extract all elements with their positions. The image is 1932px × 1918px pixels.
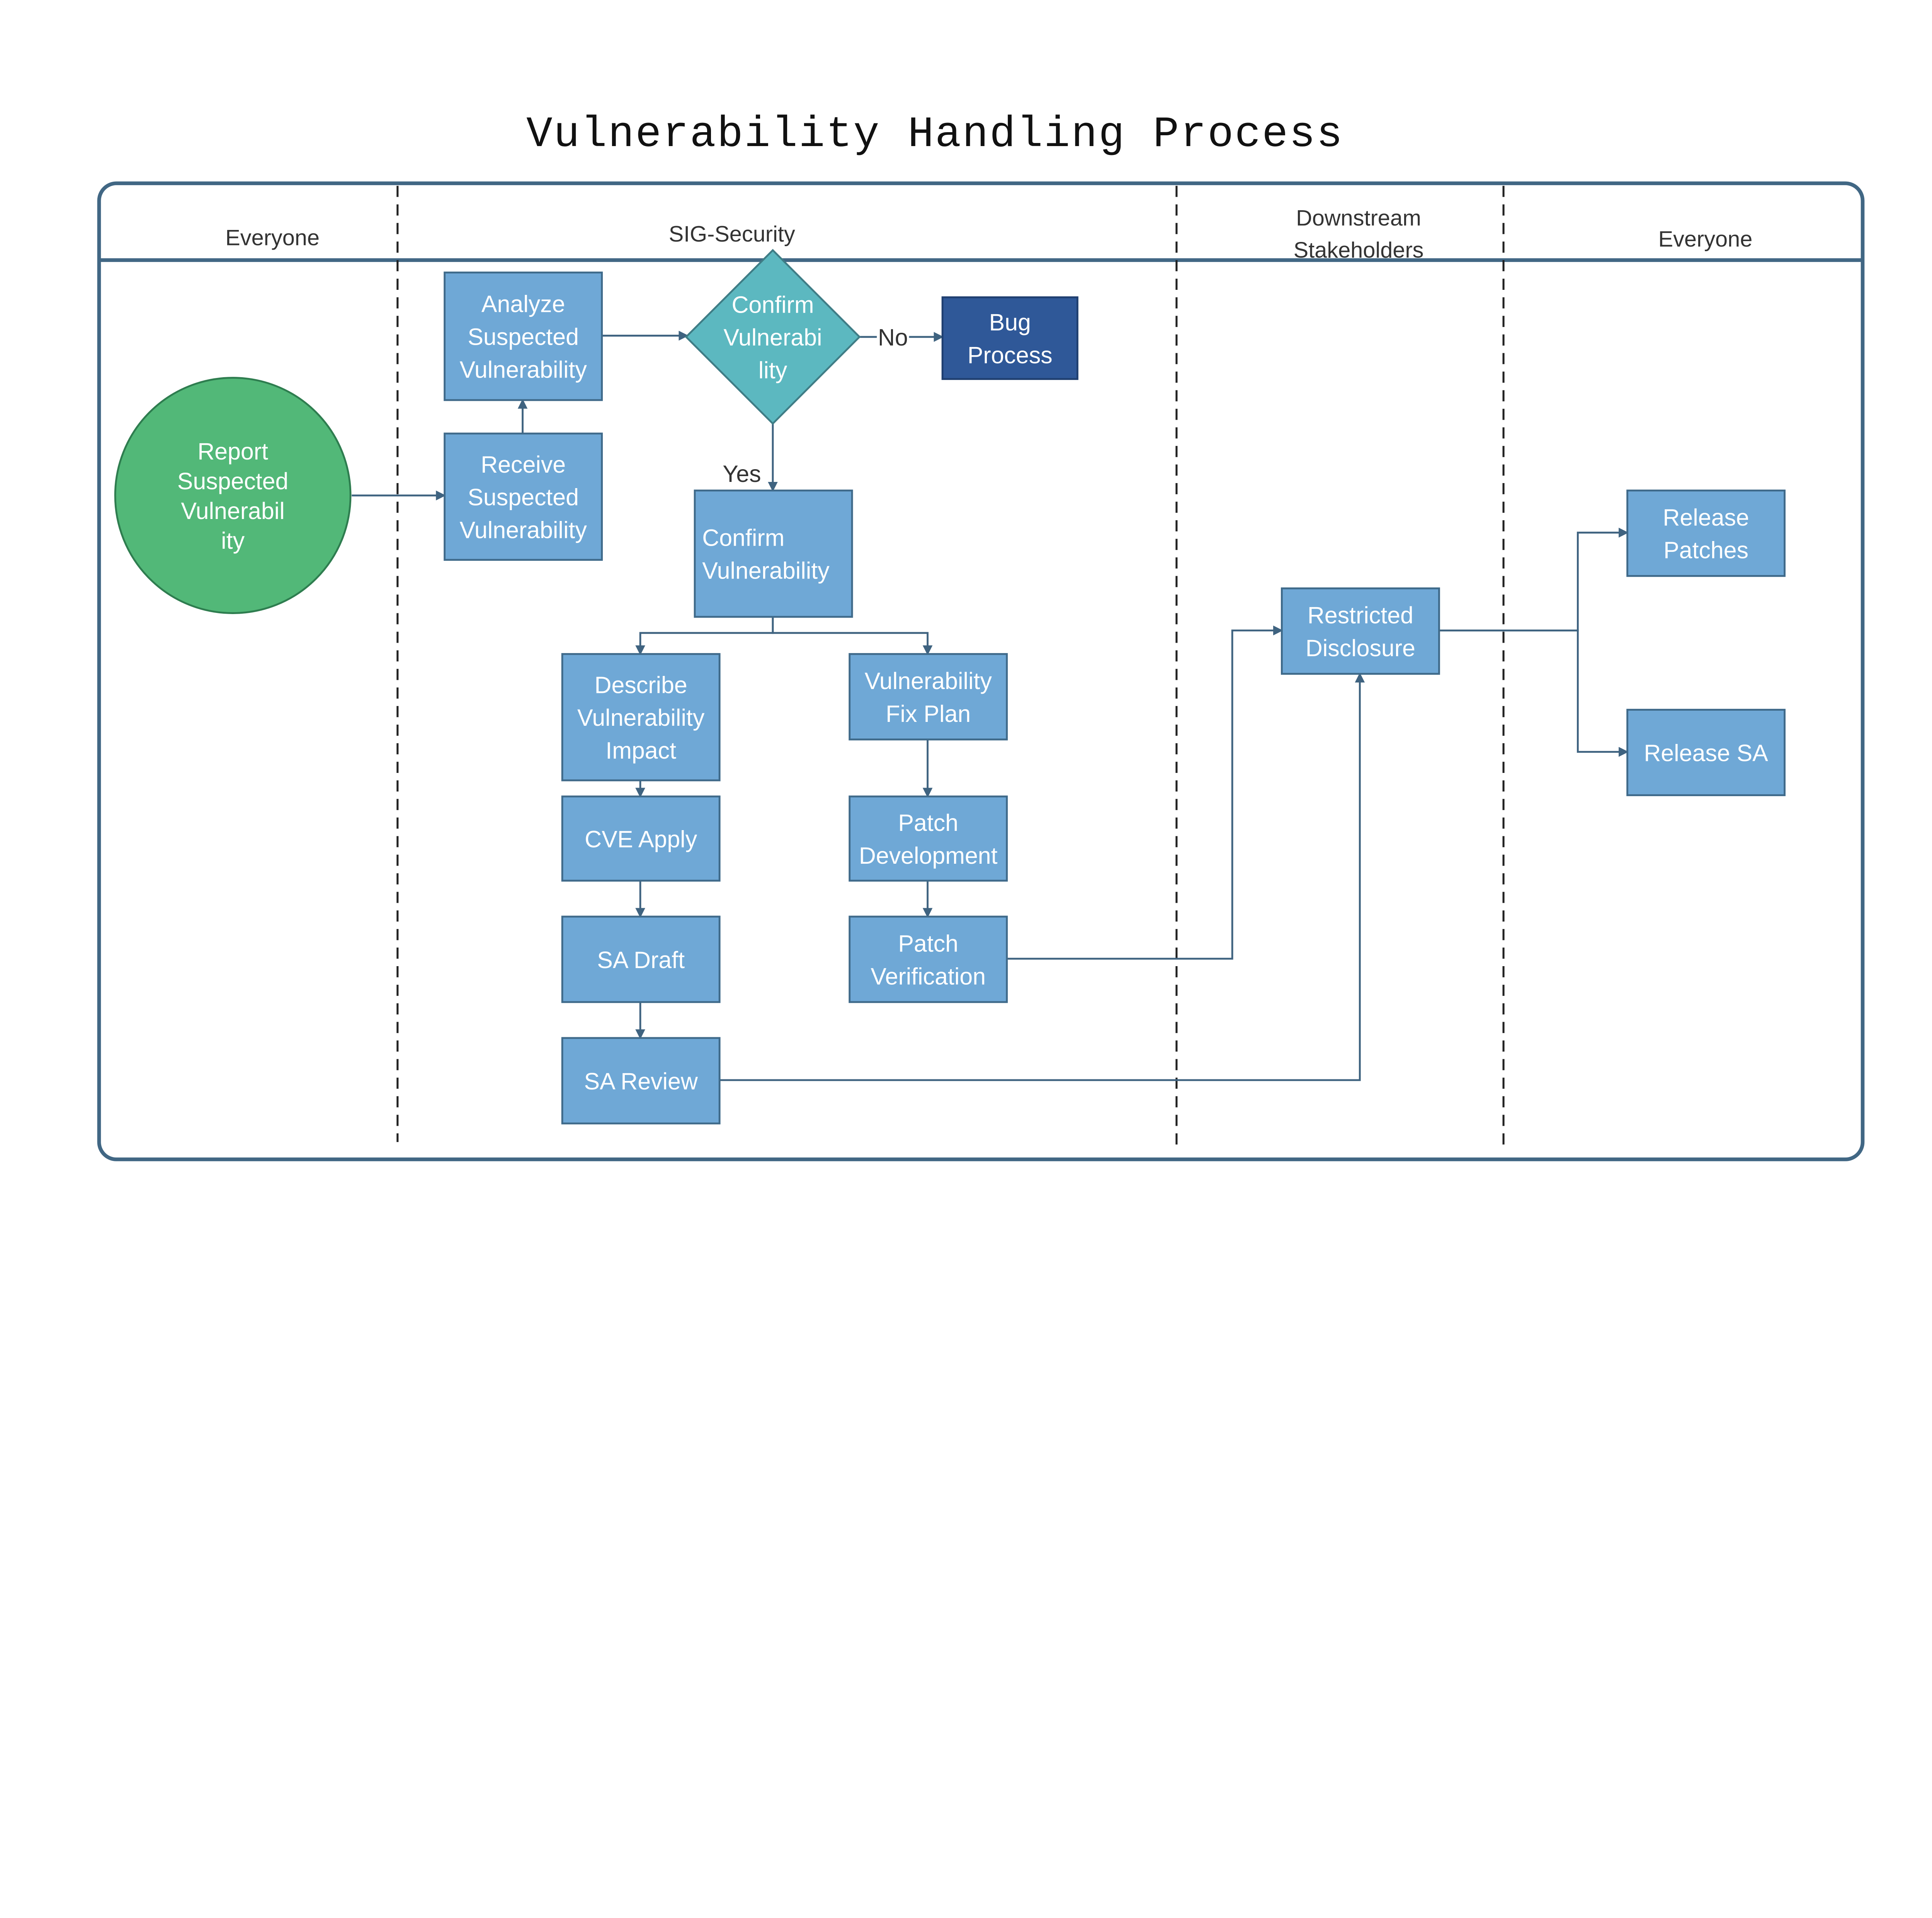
process-box [1281, 587, 1440, 675]
nodes: ReportSuspectedVulnerabilityReceiveSuspe… [114, 249, 1786, 1125]
start-circle [114, 377, 352, 614]
frame-border [97, 181, 1865, 1161]
lane-header-sig-security: SIG-Security [669, 222, 795, 247]
node-label: Suspected [468, 324, 579, 350]
edge-patchver-to-restricted [1007, 625, 1283, 960]
node-relsa[interactable]: Release SA [1626, 709, 1786, 796]
node-label: Report [197, 438, 268, 465]
edge-decision-to-bug: No [859, 323, 944, 351]
edge-label-background [877, 323, 909, 351]
node-label: Vulnerability [702, 558, 830, 584]
process-box [1626, 709, 1786, 796]
connector-line [719, 672, 1365, 1081]
connector-line [1007, 625, 1283, 960]
node-label: Vulnerability [459, 517, 587, 543]
process-box [561, 916, 721, 1003]
node-label: Vulnerability [577, 705, 705, 731]
node-label: Confirm [731, 291, 814, 318]
process-box [444, 432, 603, 561]
node-label: Release SA [1644, 740, 1768, 766]
lane-header-everyone-2: Everyone [1658, 227, 1753, 252]
node-label: Confirm [702, 525, 784, 551]
node-label: Vulnerabil [181, 498, 284, 524]
node-cve[interactable]: CVE Apply [561, 795, 721, 882]
node-label: Fix Plan [886, 701, 971, 727]
node-label: Restricted [1308, 602, 1413, 628]
process-box [444, 271, 603, 401]
node-label: Vulnerability [459, 357, 587, 383]
lane-header-downstream: Stakeholders [1294, 238, 1424, 263]
node-label: Describe [595, 672, 687, 698]
node-label: Disclosure [1306, 635, 1415, 661]
node-label: Patch [898, 930, 958, 956]
process-box [1626, 489, 1786, 577]
process-box [849, 916, 1008, 1003]
node-label: Patch [898, 810, 958, 836]
node-label: Process [968, 342, 1053, 368]
connector-line [1439, 630, 1629, 757]
edge-confirm-to-describe [635, 617, 774, 655]
connector-line [772, 617, 933, 655]
process-box [694, 489, 853, 618]
node-label: Patches [1663, 537, 1748, 563]
node-label: Vulnerabi [724, 324, 822, 351]
process-box [941, 296, 1078, 380]
process-box [849, 795, 1008, 882]
node-label: lity [759, 357, 787, 383]
process-box [561, 653, 721, 781]
node-label: Impact [605, 737, 676, 764]
process-box [561, 1037, 721, 1125]
node-sadraft[interactable]: SA Draft [561, 916, 721, 1003]
process-box [849, 653, 1008, 740]
node-label: Suspected [468, 484, 579, 511]
node-sareview[interactable]: SA Review [561, 1037, 721, 1125]
node-label: CVE Apply [585, 826, 697, 852]
node-label: Vulnerability [865, 668, 992, 694]
connector-line [1439, 528, 1629, 631]
node-label: Development [859, 842, 998, 869]
lane-header-downstream: Downstream [1296, 206, 1421, 230]
node-label: Suspected [177, 468, 289, 494]
node-label: SA Review [584, 1068, 698, 1094]
edge-label: Yes [723, 461, 761, 487]
swimlane-frame [97, 181, 1865, 1161]
node-label: Bug [989, 309, 1031, 335]
node-label: Release [1663, 504, 1749, 531]
decision-diamond [685, 249, 861, 425]
connector-line [635, 617, 774, 655]
node-label: Receive [481, 451, 566, 478]
edge-label: No [878, 324, 908, 351]
edge-confirm-to-fixplan [772, 617, 933, 655]
edge-restricted-to-relsa [1439, 630, 1629, 757]
process-box [561, 795, 721, 882]
node-label: ity [221, 528, 245, 554]
lane-header-everyone-1: Everyone [225, 226, 320, 250]
lane-headers: Everyone SIG-Security DownstreamStakeholde… [225, 206, 1752, 262]
node-label: SA Draft [597, 947, 685, 973]
edge-sareview-to-restricted [719, 672, 1365, 1081]
edge-restricted-to-relpatches [1439, 528, 1629, 631]
diagram-title: Vulnerability Handling Process [526, 110, 1344, 159]
node-label: Analyze [481, 291, 565, 317]
edge-decision-to-confirm: Yes [723, 424, 778, 492]
node-label: Verification [871, 963, 986, 989]
